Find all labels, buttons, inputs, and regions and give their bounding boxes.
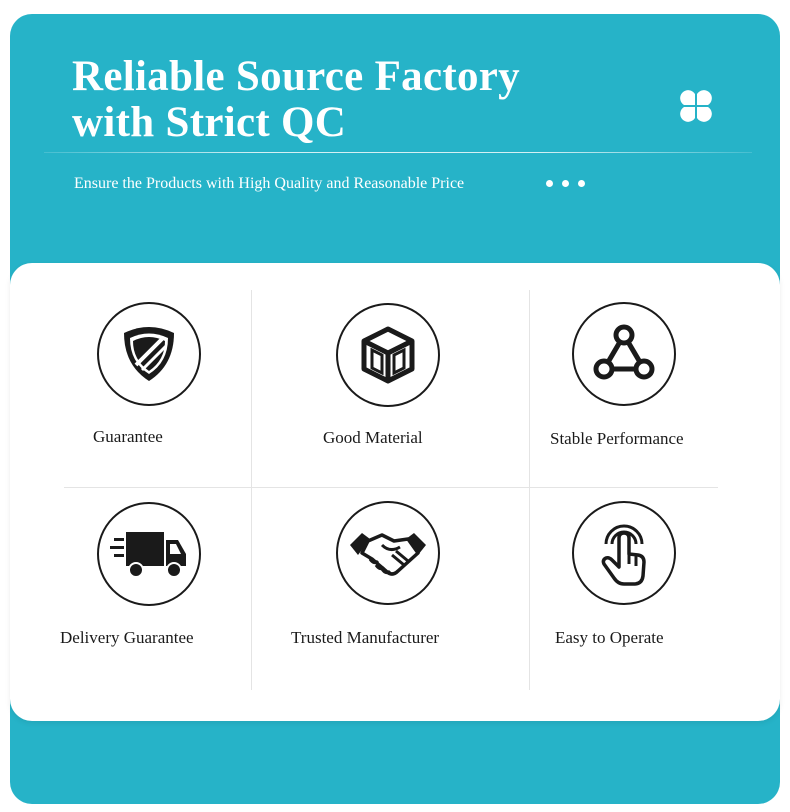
grid-divider bbox=[529, 290, 530, 690]
grid-divider bbox=[251, 290, 252, 690]
feature-label-easy-to-operate: Easy to Operate bbox=[555, 628, 664, 647]
feature-icon-circle bbox=[572, 501, 676, 605]
feature-label-good-material: Good Material bbox=[323, 428, 423, 447]
dot bbox=[578, 180, 585, 187]
page-title: Reliable Source Factory with Strict QC bbox=[72, 54, 520, 146]
cube-icon bbox=[361, 326, 415, 384]
dots-ornament bbox=[546, 180, 585, 188]
clover-icon bbox=[680, 90, 712, 122]
touch-hand-icon bbox=[601, 524, 646, 586]
handshake-icon bbox=[350, 533, 426, 576]
feature-icon-circle bbox=[572, 302, 676, 406]
feature-label-trusted-manufacturer: Trusted Manufacturer bbox=[291, 628, 440, 647]
feature-icon-circle bbox=[336, 303, 440, 407]
grid-divider bbox=[64, 487, 718, 488]
feature-label-stable-performance: Stable Performance bbox=[550, 429, 684, 448]
truck-icon bbox=[110, 532, 186, 578]
features-card: Guarantee Good Material Stable Performan… bbox=[10, 263, 780, 721]
feature-icon-circle bbox=[97, 502, 201, 606]
title-line-2: with Strict QC bbox=[72, 99, 347, 146]
feature-label-delivery-guarantee: Delivery Guarantee bbox=[60, 628, 194, 647]
divider-line bbox=[44, 152, 752, 153]
triangle-nodes-icon bbox=[593, 324, 655, 380]
feature-label-guarantee: Guarantee bbox=[93, 427, 163, 446]
shield-icon bbox=[124, 327, 174, 381]
title-line-1: Reliable Source Factory bbox=[72, 53, 520, 100]
dot bbox=[562, 180, 569, 187]
subtitle: Ensure the Products with High Quality an… bbox=[74, 175, 465, 192]
feature-icon-circle bbox=[97, 302, 201, 406]
feature-icon-circle bbox=[336, 501, 440, 605]
dot bbox=[546, 180, 553, 187]
